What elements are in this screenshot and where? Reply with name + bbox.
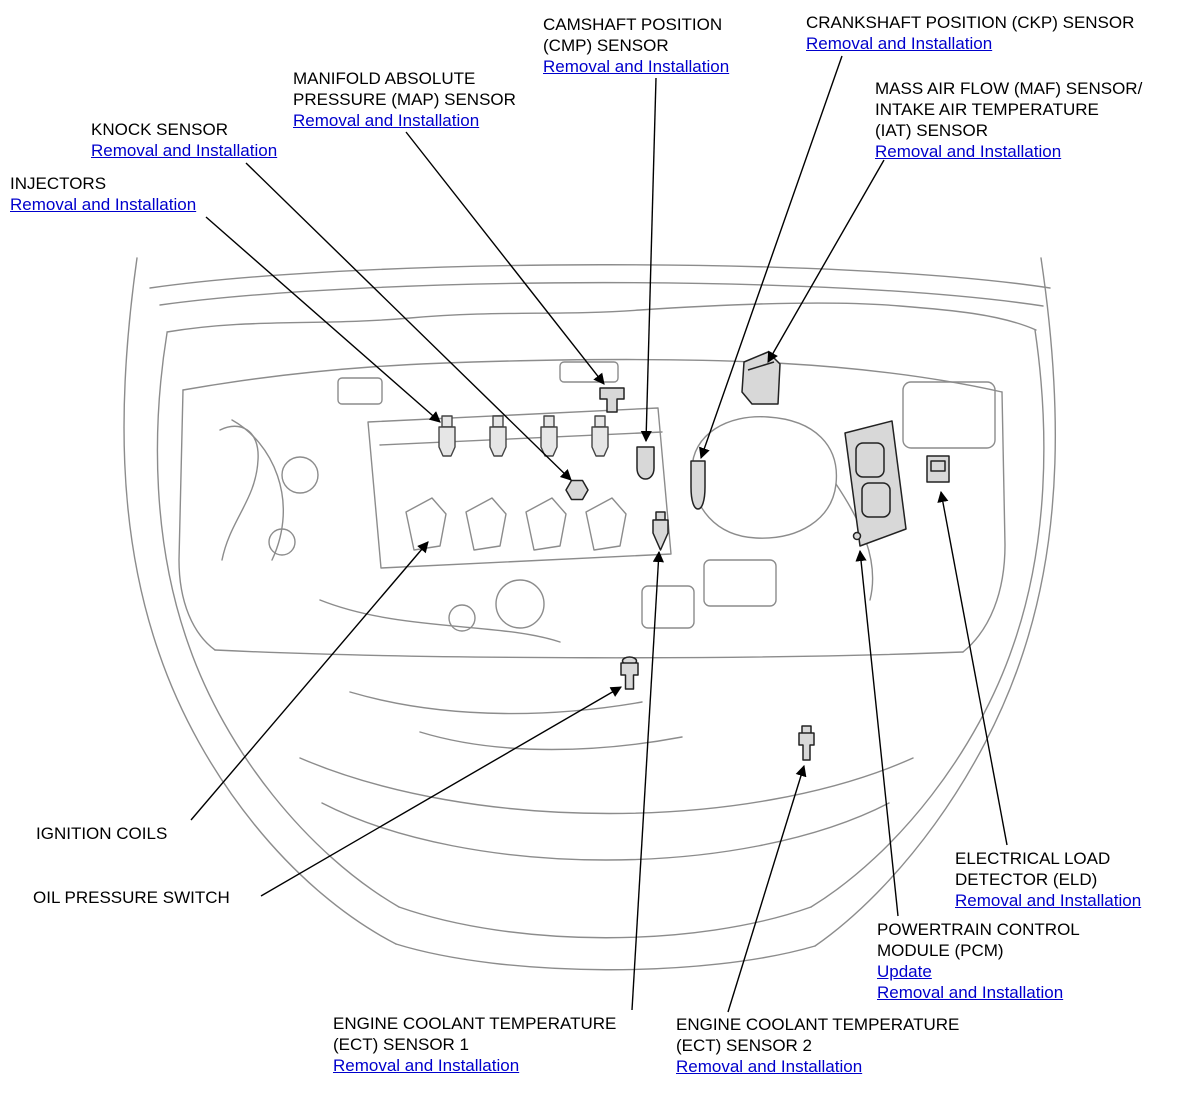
label-text: CRANKSHAFT POSITION (CKP) SENSOR [806, 13, 1135, 32]
leader-ckp [699, 55, 843, 460]
vehicle-body-art [123, 257, 1057, 971]
link-cmp-removal-installation[interactable]: Removal and Installation [543, 57, 730, 76]
label-text: ELECTRICAL LOAD [955, 849, 1111, 868]
label-knock-sensor: KNOCK SENSOR Removal and Installation [91, 119, 277, 161]
link-eld-removal-installation[interactable]: Removal and Installation [955, 891, 1142, 910]
leader-lines [190, 55, 1008, 1013]
link-ect1-removal-installation[interactable]: Removal and Installation [333, 1056, 520, 1075]
ect-sensor-2-part [798, 732, 815, 761]
labeled-parts-art [565, 351, 950, 761]
leader-map [405, 131, 605, 385]
link-ckp-removal-installation[interactable]: Removal and Installation [806, 34, 993, 53]
leader-ect2 [727, 764, 807, 1013]
label-electrical-load-detector: ELECTRICAL LOAD DETECTOR (ELD) Removal a… [955, 848, 1141, 911]
leader-ignition [190, 541, 429, 821]
label-text: KNOCK SENSOR [91, 120, 228, 139]
leader-pcm [855, 549, 899, 917]
label-text: PRESSURE (MAP) SENSOR [293, 90, 516, 109]
label-ect-sensor-2: ENGINE COOLANT TEMPERATURE (ECT) SENSOR … [676, 1014, 959, 1077]
leader-maf [767, 159, 885, 363]
cmp-sensor-part [636, 446, 655, 480]
leader-ect1 [631, 550, 664, 1011]
label-text: (CMP) SENSOR [543, 36, 669, 55]
map-sensor-part [599, 387, 625, 413]
label-text: (ECT) SENSOR 2 [676, 1036, 813, 1055]
label-text: POWERTRAIN CONTROL [877, 920, 1080, 939]
label-text: OIL PRESSURE SWITCH [33, 888, 230, 907]
label-text: ENGINE COOLANT TEMPERATURE [676, 1015, 960, 1034]
label-powertrain-control-module: POWERTRAIN CONTROL MODULE (PCM) Update R… [877, 919, 1080, 1003]
link-knock-removal-installation[interactable]: Removal and Installation [91, 141, 278, 160]
label-crankshaft-position-sensor: CRANKSHAFT POSITION (CKP) SENSOR Removal… [806, 12, 1134, 54]
label-text: MANIFOLD ABSOLUTE [293, 69, 476, 88]
ckp-sensor-part [690, 460, 706, 510]
label-text: INTAKE AIR TEMPERATURE [875, 100, 1099, 119]
label-text: INJECTORS [10, 174, 107, 193]
link-pcm-removal-installation[interactable]: Removal and Installation [877, 983, 1064, 1002]
ect-sensor-1-part [652, 519, 669, 551]
leader-cmp [640, 77, 657, 443]
label-ect-sensor-1: ENGINE COOLANT TEMPERATURE (ECT) SENSOR … [333, 1013, 616, 1076]
link-injectors-removal-installation[interactable]: Removal and Installation [10, 195, 197, 214]
label-ignition-coils: IGNITION COILS [36, 823, 167, 844]
leader-injectors [205, 216, 441, 423]
label-text: (ECT) SENSOR 1 [333, 1035, 470, 1054]
link-ect2-removal-installation[interactable]: Removal and Installation [676, 1057, 863, 1076]
label-text: ENGINE COOLANT TEMPERATURE [333, 1014, 617, 1033]
label-oil-pressure-switch: OIL PRESSURE SWITCH [33, 887, 230, 908]
oil-pressure-switch-part [620, 662, 639, 690]
link-maf-removal-installation[interactable]: Removal and Installation [875, 142, 1062, 161]
link-pcm-update[interactable]: Update [877, 962, 932, 981]
injector-row-art [438, 415, 609, 457]
label-injectors: INJECTORS Removal and Installation [10, 173, 196, 215]
label-text: IGNITION COILS [36, 824, 168, 843]
label-text: (IAT) SENSOR [875, 121, 989, 140]
label-camshaft-position-sensor: CAMSHAFT POSITION (CMP) SENSOR Removal a… [543, 14, 729, 77]
label-mass-air-flow-iat-sensor: MASS AIR FLOW (MAF) SENSOR/ INTAKE AIR T… [875, 78, 1142, 162]
leader-oil [260, 686, 622, 897]
label-text: CAMSHAFT POSITION [543, 15, 723, 34]
label-manifold-absolute-pressure-sensor: MANIFOLD ABSOLUTE PRESSURE (MAP) SENSOR … [293, 68, 516, 131]
label-text: MODULE (PCM) [877, 941, 1004, 960]
leader-eld [937, 490, 1008, 846]
leader-knock [245, 162, 572, 481]
link-map-removal-installation[interactable]: Removal and Installation [293, 111, 480, 130]
eld-part [926, 455, 950, 483]
maf-sensor-part [741, 351, 781, 405]
knock-sensor-part [565, 479, 589, 501]
label-text: DETECTOR (ELD) [955, 870, 1098, 889]
label-text: MASS AIR FLOW (MAF) SENSOR/ [875, 79, 1143, 98]
